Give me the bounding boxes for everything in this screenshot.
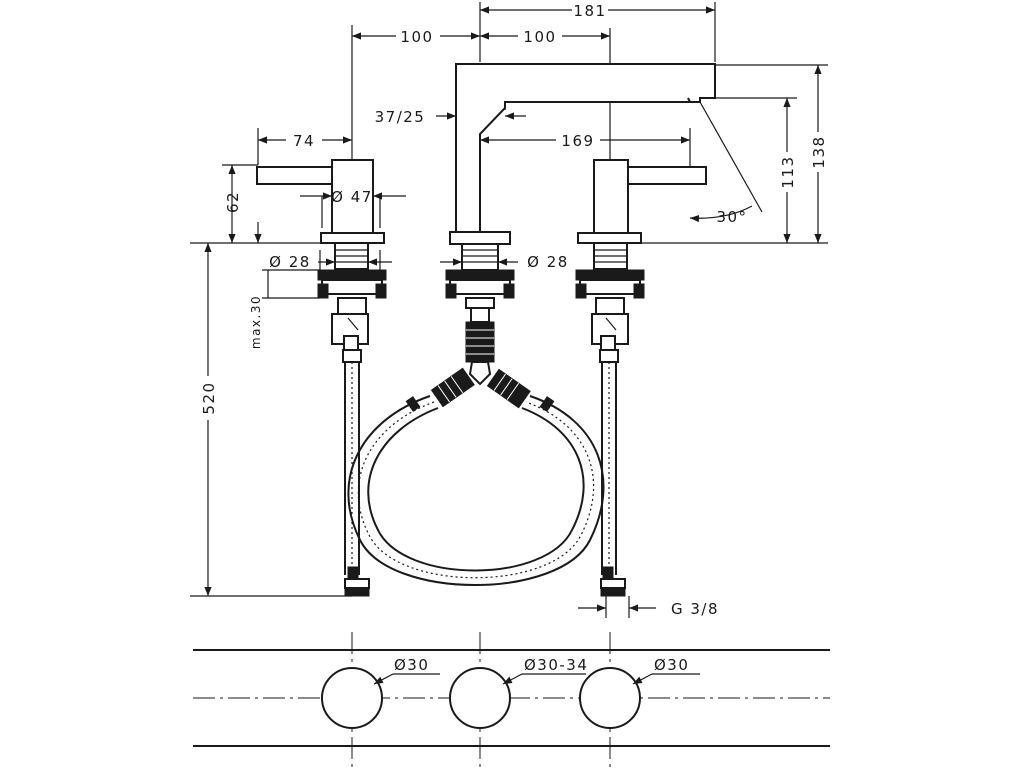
dim-spout-total-height: 138 [810, 135, 828, 168]
dim-shank-diameter-left: Ø 28 [269, 253, 311, 271]
hole-left-label: Ø30 [394, 656, 429, 674]
dim-lever-angle: 30° [716, 208, 747, 226]
hole-right [579, 667, 641, 729]
dim-total-length: 520 [200, 381, 218, 414]
right-handle [575, 159, 707, 597]
dim-spout-width: 181 [573, 2, 606, 20]
dim-connection-thread: G 3/8 [671, 600, 719, 618]
hole-center [449, 667, 511, 729]
dim-spout-reach: 37/25 [375, 108, 426, 126]
dim-body-height: 62 [224, 191, 242, 213]
dim-spout-outlet-height: 113 [779, 155, 797, 188]
dimension-labels: 181 100 100 37/25 74 Ø 47 62 Ø 28 Ø 28 m… [199, 1, 828, 618]
hole-center-label: Ø30-34 [524, 656, 588, 674]
dim-body-diameter: Ø 47 [331, 188, 373, 206]
dim-handle-spacing-right: 100 [523, 28, 556, 46]
dim-handle-spacing-left: 100 [400, 28, 433, 46]
hole-left [321, 667, 383, 729]
hole-plan: Ø30 Ø30-34 Ø30 [193, 632, 830, 768]
dim-shank-diameter-center: Ø 28 [527, 253, 569, 271]
hose-loop [347, 367, 605, 586]
hole-right-label: Ø30 [654, 656, 689, 674]
spout [445, 63, 716, 386]
dim-lever-length: 74 [293, 132, 315, 150]
dim-mounting-thickness: max.30 [249, 295, 263, 349]
dim-spout-lever-reach: 169 [561, 132, 594, 150]
